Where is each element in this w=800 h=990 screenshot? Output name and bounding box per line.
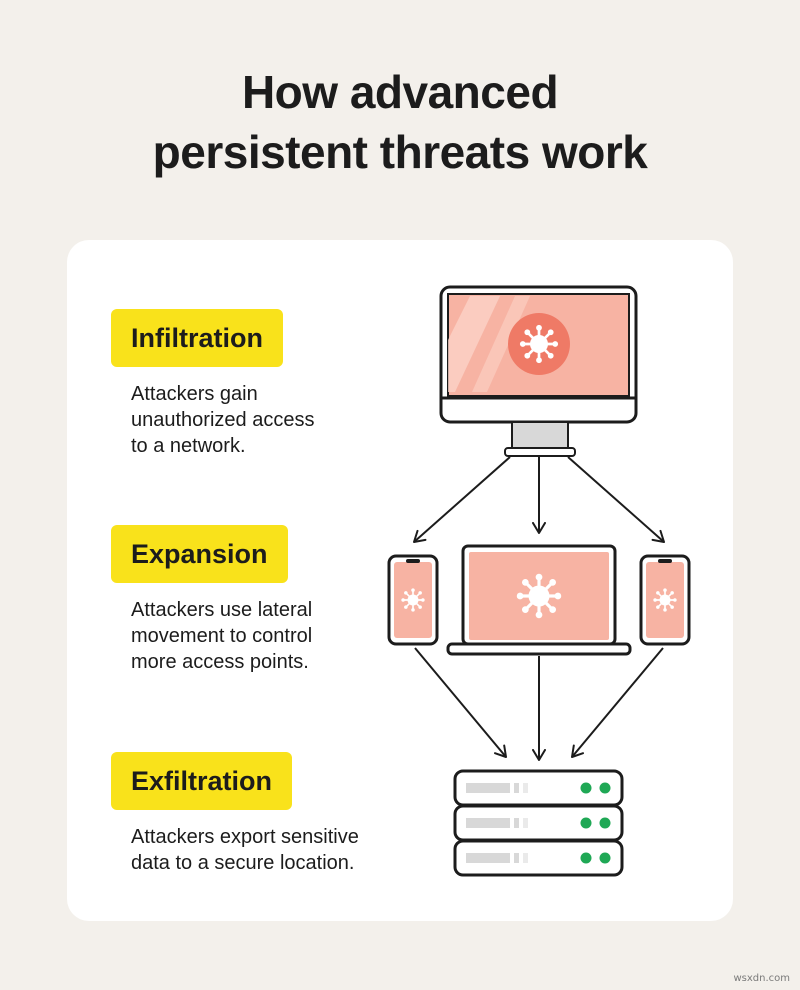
desktop-monitor-icon — [439, 285, 638, 457]
step-label-expansion: Expansion — [111, 525, 288, 583]
desc-line: to a network. — [131, 435, 246, 457]
step-desc-expansion: Attackers use lateral movement to contro… — [131, 597, 381, 675]
desc-line: Attackers export sensitive — [131, 826, 359, 848]
step-desc-exfiltration: Attackers export sensitive data to a sec… — [131, 824, 381, 876]
desc-line: Attackers gain — [131, 383, 258, 405]
title-line-1: How advanced — [241, 66, 559, 118]
step-label-exfiltration: Exfiltration — [111, 752, 293, 810]
arrows-infiltration — [413, 456, 665, 543]
smartphone-icon — [639, 554, 691, 646]
desc-line: unauthorized access — [131, 409, 315, 431]
step-desc-infiltration: Attackers gain unauthorized access to a … — [131, 381, 381, 459]
desc-line: more access points. — [131, 651, 309, 673]
page-title: How advanced persistent threats work — [0, 62, 800, 182]
server-rack-icon — [453, 769, 624, 877]
laptop-icon — [446, 544, 632, 656]
watermark: wsxdn.com — [733, 973, 790, 984]
arrows-exfiltration — [414, 647, 664, 761]
title-line-2: persistent threats work — [152, 126, 648, 178]
desc-line: movement to control — [131, 625, 313, 647]
step-label-infiltration: Infiltration — [111, 309, 283, 367]
smartphone-icon — [387, 554, 439, 646]
desc-line: Attackers use lateral — [131, 599, 313, 621]
desc-line: data to a secure location. — [131, 852, 355, 874]
